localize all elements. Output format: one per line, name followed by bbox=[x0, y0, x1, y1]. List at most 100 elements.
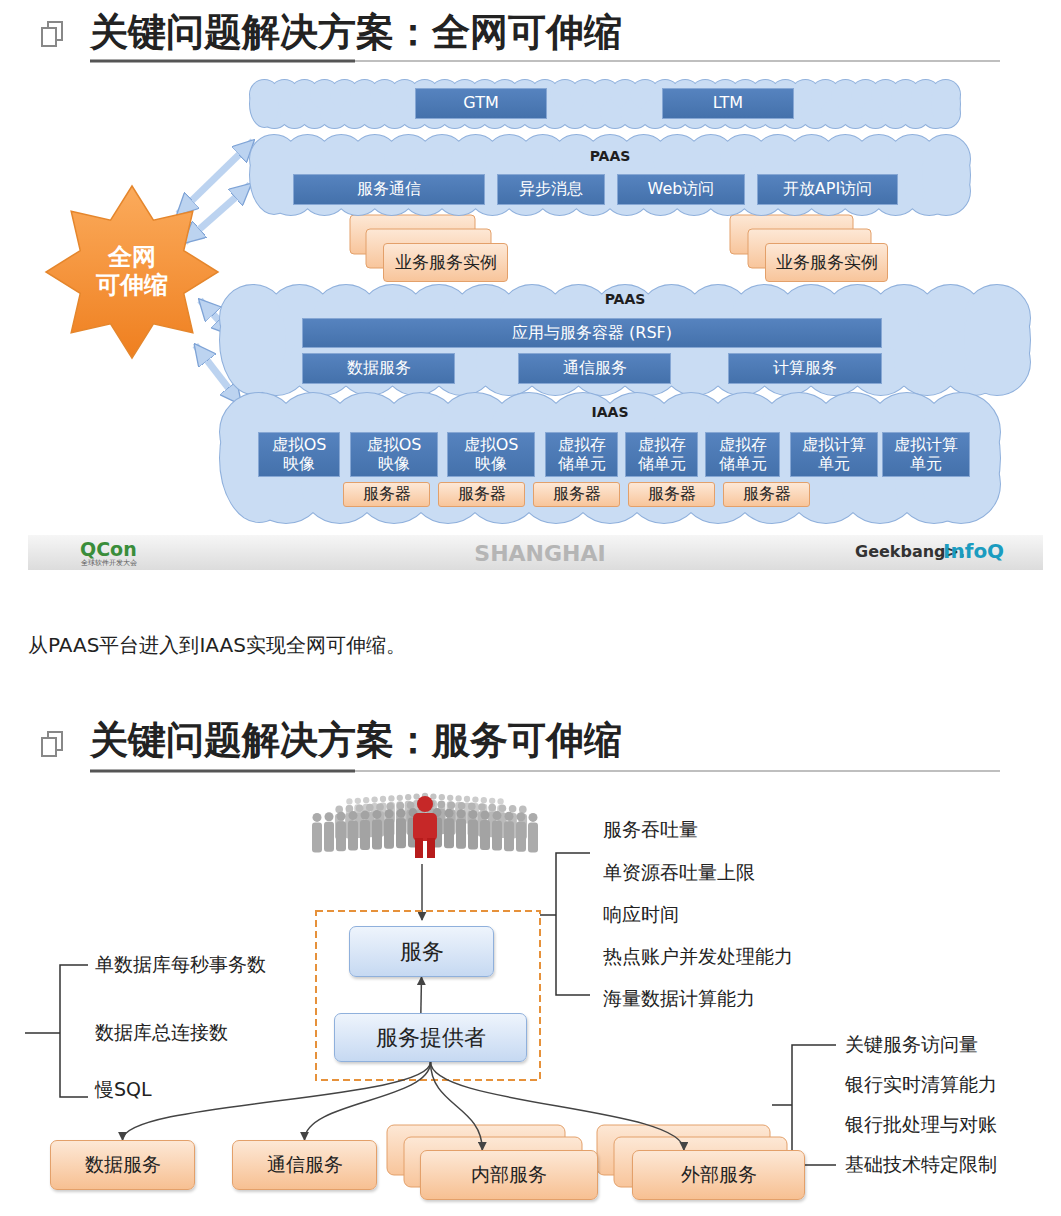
service-box: GTM bbox=[415, 88, 547, 119]
person-head bbox=[529, 813, 538, 822]
cloud-band bbox=[250, 80, 960, 128]
person-head bbox=[489, 798, 495, 804]
star-shape bbox=[46, 186, 218, 358]
node-label: 服务器 bbox=[648, 485, 696, 503]
node-label: 业务服务实例 bbox=[776, 253, 878, 273]
node-label: 全网 可伸缩 bbox=[92, 244, 172, 299]
person-body bbox=[528, 822, 538, 852]
service-box: 应用与服务容器 (RSF) bbox=[302, 318, 882, 348]
node-label: 虚拟OS 映像 bbox=[452, 436, 530, 473]
person-body bbox=[324, 822, 334, 852]
drawing-ellipse bbox=[250, 81, 279, 127]
person-head bbox=[385, 809, 394, 818]
service-box: 虚拟计算 单元 bbox=[790, 432, 878, 477]
person-head bbox=[376, 803, 384, 811]
node-label: 虚拟OS 映像 bbox=[355, 436, 433, 473]
service-box: LTM bbox=[662, 88, 794, 119]
person-head bbox=[468, 803, 476, 811]
instance-box: 业务服务实例 bbox=[383, 243, 508, 282]
person-head bbox=[371, 796, 377, 802]
node-label: 内部服务 bbox=[471, 1164, 547, 1186]
drawing-line bbox=[90, 770, 1000, 772]
node-label: 服务提供者 bbox=[376, 1025, 486, 1050]
person-body bbox=[492, 821, 502, 851]
service-box: 虚拟存 储单元 bbox=[705, 432, 780, 477]
node-label: 通信服务 bbox=[267, 1154, 343, 1176]
node-label: 异步消息 bbox=[519, 180, 583, 198]
metric-label: 慢SQL bbox=[95, 1077, 152, 1103]
service-box: 虚拟存 储单元 bbox=[545, 432, 618, 477]
metric-label: 关键服务访问量 bbox=[845, 1032, 978, 1058]
drawing-ellipse bbox=[250, 81, 279, 127]
person-head bbox=[407, 801, 415, 809]
service-box: 虚拟计算 单元 bbox=[882, 432, 970, 477]
slide-icon bbox=[42, 732, 62, 756]
person-head bbox=[481, 797, 487, 803]
node-label: 虚拟计算 单元 bbox=[795, 436, 873, 473]
person-head bbox=[355, 798, 361, 804]
cloud-shape bbox=[250, 80, 960, 128]
service-box: 虚拟OS 映像 bbox=[447, 432, 535, 477]
service-box: 服务通信 bbox=[293, 174, 485, 205]
drawing-ellipse bbox=[964, 286, 1030, 394]
person-body bbox=[468, 819, 478, 849]
person-head bbox=[481, 811, 490, 820]
person-head bbox=[469, 810, 478, 819]
person-head bbox=[447, 795, 453, 801]
person-body bbox=[504, 821, 514, 851]
metric-label: 银行批处理与对账 bbox=[845, 1112, 997, 1138]
metric-label: 数据库总连接数 bbox=[95, 1020, 228, 1046]
drawing-ellipse bbox=[250, 136, 298, 214]
slide-title: 关键问题解决方案：全网可伸缩 bbox=[90, 7, 622, 58]
footer-text: QCon bbox=[80, 538, 137, 560]
footer-bar bbox=[28, 535, 1043, 570]
person-head bbox=[413, 793, 419, 799]
drawing-path bbox=[540, 853, 590, 995]
person-head bbox=[361, 811, 370, 820]
service-box: 服务 bbox=[349, 926, 494, 977]
person-head bbox=[488, 804, 496, 812]
service-box: 服务提供者 bbox=[334, 1013, 527, 1062]
drawing-ellipse bbox=[931, 81, 960, 127]
drawing-line bbox=[90, 770, 355, 773]
node-label: 开放API访问 bbox=[783, 180, 872, 198]
service-box: 异步消息 bbox=[497, 174, 605, 205]
person-body bbox=[413, 813, 437, 841]
node-label: 服务器 bbox=[363, 485, 411, 503]
node-label: 虚拟存 储单元 bbox=[710, 436, 775, 473]
person-body bbox=[456, 819, 466, 849]
person-head bbox=[455, 795, 461, 801]
person-head bbox=[517, 812, 526, 821]
person-head bbox=[472, 796, 478, 802]
metric-label: 银行实时清算能力 bbox=[845, 1072, 997, 1098]
person-head bbox=[337, 812, 346, 821]
person-head bbox=[458, 802, 466, 810]
node-label: LTM bbox=[713, 94, 743, 112]
service-box: 数据服务 bbox=[302, 353, 455, 384]
person-head bbox=[356, 804, 364, 812]
drawing-line bbox=[90, 60, 1000, 62]
slide-icon bbox=[42, 22, 62, 46]
person-head bbox=[397, 809, 406, 818]
drawing-ellipse bbox=[922, 136, 970, 214]
person-head bbox=[457, 809, 466, 818]
cloud-shape bbox=[250, 80, 960, 128]
scale-arrow bbox=[185, 185, 250, 242]
service-box: 计算服务 bbox=[728, 353, 882, 384]
person-head bbox=[464, 796, 470, 802]
person-body bbox=[396, 818, 406, 848]
person-body bbox=[312, 822, 322, 852]
metric-label: 单数据库每秒事务数 bbox=[95, 952, 266, 978]
drawing-ellipse bbox=[220, 286, 286, 394]
person-head bbox=[313, 813, 322, 822]
cloud-shape bbox=[220, 393, 1000, 523]
person-body bbox=[384, 819, 394, 849]
person-head bbox=[373, 810, 382, 819]
node-label: 虚拟存 储单元 bbox=[550, 436, 613, 473]
node-label: 计算服务 bbox=[773, 359, 837, 377]
person-head bbox=[349, 811, 358, 820]
platform-cloud: IAAS虚拟OS 映像虚拟OS 映像虚拟OS 映像虚拟存 储单元虚拟存 储单元虚… bbox=[220, 393, 1000, 523]
person-head bbox=[519, 806, 527, 814]
cloud-shape bbox=[220, 285, 1030, 395]
person-head bbox=[505, 812, 514, 821]
